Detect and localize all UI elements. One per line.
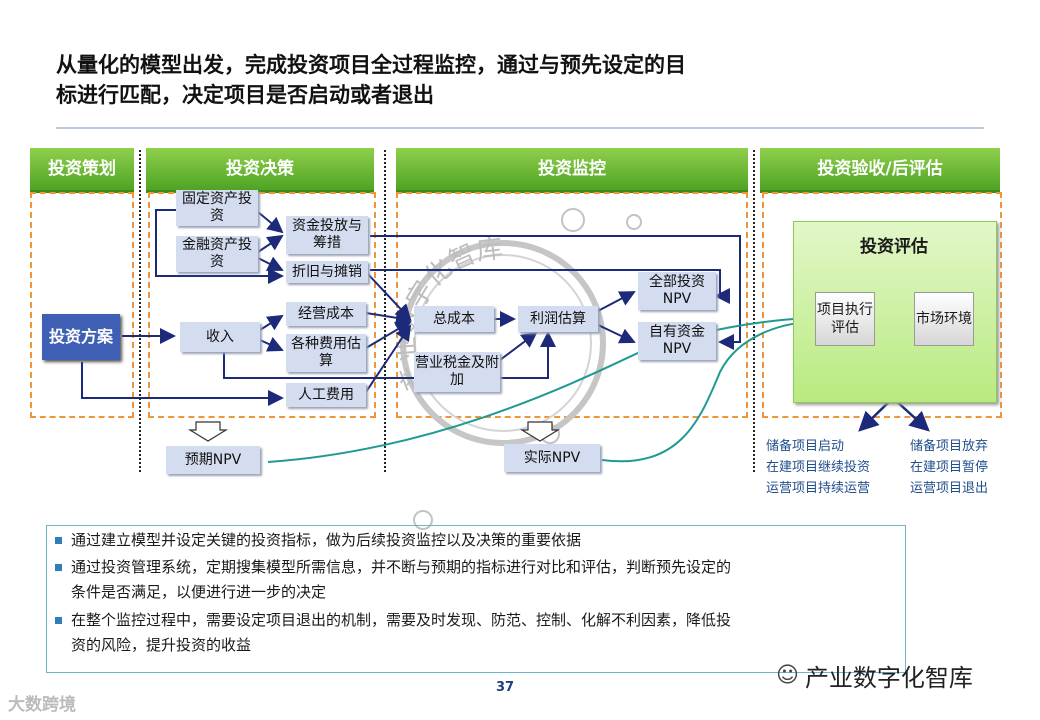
node-investment-plan: 投资方案	[42, 314, 120, 360]
bullet-item: 在整个监控过程中，需要设定项目退出的机制，需要及时发现、防范、控制、化解不利因素…	[55, 608, 731, 658]
node-npv-total: 全部投资NPV	[638, 272, 716, 310]
bullet-marker	[55, 537, 62, 544]
bullet-marker	[55, 564, 62, 571]
node-financial-asset: 金融资产投资	[176, 236, 258, 272]
title-line-2: 标进行匹配，决定项目是否启动或者退出	[56, 83, 434, 107]
node-funding: 资金投放与筹措	[286, 216, 368, 254]
node-expected-npv: 预期NPV	[166, 446, 260, 474]
outcome-item: 运营项目退出	[910, 481, 989, 496]
node-npv-own-funds: 自有资金NPV	[638, 322, 716, 360]
node-profit-estimate: 利润估算	[518, 306, 598, 332]
bullet-marker	[55, 617, 62, 624]
node-total-cost: 总成本	[414, 306, 494, 332]
phase-header-monitoring: 投资监控	[396, 148, 748, 193]
bullet-item: 通过建立模型并设定关键的投资指标，做为后续投资监控以及决策的重要依据	[55, 528, 581, 553]
separator-3	[753, 150, 755, 472]
acceptance-area	[762, 192, 1002, 418]
separator-1	[139, 150, 141, 472]
node-labor-cost: 人工费用	[286, 383, 366, 407]
planning-area	[30, 192, 134, 418]
node-depreciation: 折旧与摊销	[286, 261, 368, 283]
node-expenses: 各种费用估算	[286, 334, 366, 372]
outcome-item: 在建项目继续投资	[766, 460, 871, 475]
outcome-item: 储备项目放弃	[910, 439, 989, 454]
node-market-environment: 市场环境	[914, 292, 974, 346]
phase-header-decision: 投资决策	[146, 148, 374, 193]
title-divider	[56, 127, 984, 129]
node-actual-npv: 实际NPV	[504, 444, 600, 472]
node-tax: 营业税金及附加	[414, 352, 500, 392]
node-execution-evaluation: 项目执行评估	[815, 292, 875, 346]
node-revenue: 收入	[180, 322, 260, 352]
separator-2	[384, 150, 386, 472]
outcomes-exit: 储备项目放弃 在建项目暂停 运营项目退出	[910, 436, 988, 499]
outcome-item: 运营项目持续运营	[766, 481, 871, 496]
phase-header-acceptance: 投资验收/后评估	[760, 148, 1000, 193]
bullet-item: 通过投资管理系统，定期搜集模型所需信息，并不断与预期的指标进行对比和评估，判断预…	[55, 555, 731, 605]
node-fixed-asset: 固定资产投资	[176, 190, 258, 226]
node-operating-cost: 经营成本	[286, 302, 366, 326]
outcome-item: 储备项目启动	[766, 439, 845, 454]
corner-logo: 大数跨境	[8, 695, 76, 715]
decision-area	[148, 192, 376, 418]
phase-header-planning: 投资策划	[30, 148, 134, 193]
page-number: 37	[496, 680, 515, 695]
wechat-account-name: 产业数字化智库	[804, 664, 973, 692]
summary-box: 通过建立模型并设定关键的投资指标，做为后续投资监控以及决策的重要依据 通过投资管…	[46, 525, 906, 673]
outcomes-continue: 储备项目启动 在建项目继续投资 运营项目持续运营	[766, 436, 870, 499]
outcome-item: 在建项目暂停	[910, 460, 989, 475]
title-line-1: 从量化的模型出发，完成投资项目全过程监控，通过与预先设定的目	[56, 53, 686, 77]
wechat-watermark: ☺ 产业数字化智库	[776, 658, 973, 693]
evaluation-title: 投资评估	[860, 237, 928, 257]
wechat-icon: ☺	[776, 663, 799, 688]
page-title: 从量化的模型出发，完成投资项目全过程监控，通过与预先设定的目 标进行匹配，决定项…	[56, 50, 956, 110]
